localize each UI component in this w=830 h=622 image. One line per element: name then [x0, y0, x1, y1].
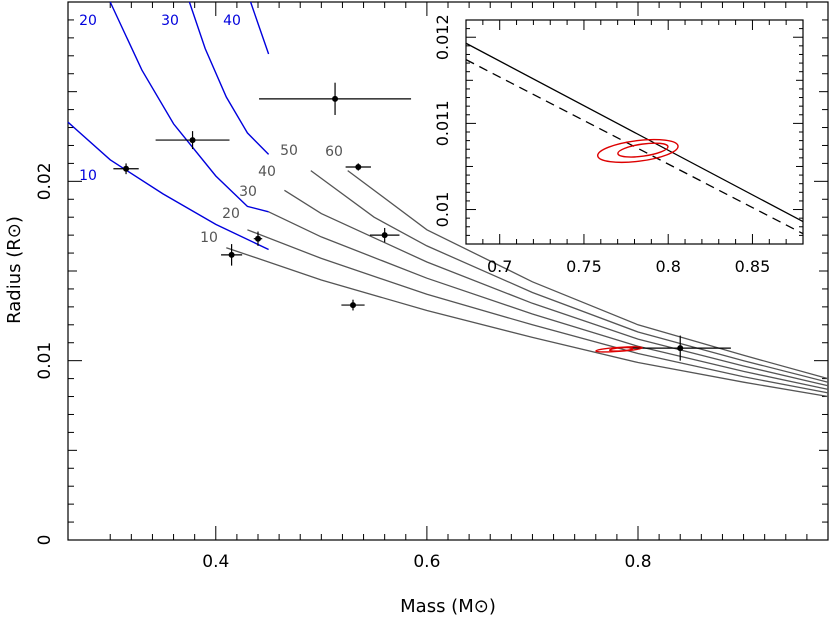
inset-solid-line: [465, 42, 804, 223]
grey-curve-label: 60: [325, 144, 343, 160]
grey-curve-label: 20: [222, 206, 240, 222]
inset-confidence-contour: [617, 142, 669, 158]
data-point: [629, 335, 731, 361]
data-marker: [677, 345, 684, 352]
grey-curve-60: [347, 170, 829, 380]
grey-curve-label: 10: [200, 230, 218, 246]
grey-curve-10: [226, 247, 829, 398]
blue-curve-label: 20: [79, 13, 97, 29]
data-point: [155, 131, 230, 150]
data-marker: [189, 137, 196, 144]
y-tick-label: 0: [35, 535, 55, 546]
grey-curve-label: 50: [280, 143, 298, 159]
x-tick-label: 0.8: [624, 552, 651, 572]
data-marker: [350, 302, 356, 309]
data-marker: [255, 235, 261, 242]
data-marker: [355, 163, 362, 170]
data-marker: [123, 165, 130, 172]
inset-x-tick-label: 0.8: [655, 257, 680, 276]
x-axis-title: Mass (M⊙): [400, 596, 496, 617]
y-tick-label: 0.02: [35, 162, 55, 200]
x-tick-label: 0.6: [413, 552, 440, 572]
inset-dashed-line: [465, 59, 804, 235]
grey-curve-50: [310, 170, 829, 383]
inset-confidence-contour: [597, 138, 679, 164]
data-point: [369, 227, 400, 243]
inset-x-tick-label: 0.85: [735, 257, 771, 276]
inset-plot-area: 0.7 0.75 0.8 0.85 0.01 0.011 0.012: [433, 14, 804, 276]
blue-curve-40: [249, 1, 270, 55]
y-tick-label: 0.01: [35, 342, 55, 380]
grey-curve-20: [247, 229, 829, 394]
grey-curve-label: 40: [258, 164, 276, 180]
data-point: [253, 231, 263, 246]
data-point: [259, 82, 412, 115]
inset-y-tick-label: 0.01: [433, 192, 452, 228]
inset-y-tick-label: 0.011: [433, 100, 452, 146]
inset-x-tick-label: 0.75: [566, 257, 602, 276]
y-axis-title: Radius (R⊙): [4, 216, 25, 324]
data-marker: [228, 251, 235, 258]
confidence-contour: [595, 346, 643, 353]
blue-curve-30: [188, 1, 270, 155]
inset-y-tick-label: 0.012: [433, 14, 452, 60]
grey-curve-40: [284, 189, 829, 387]
data-point: [221, 244, 243, 266]
data-marker: [381, 232, 388, 239]
blue-curve-label: 30: [161, 13, 179, 29]
data-point: [345, 163, 371, 171]
data-point: [113, 163, 139, 175]
grey-curve-30: [268, 211, 829, 391]
blue-curve-label: 10: [79, 168, 97, 184]
confidence-contour: [608, 347, 634, 352]
blue-curve-10: [67, 121, 269, 251]
x-tick-label: 0.4: [202, 552, 229, 572]
inset-x-tick-label: 0.7: [487, 257, 512, 276]
data-marker: [332, 95, 339, 102]
blue-curve-label: 40: [223, 13, 241, 29]
blue-curve-20: [109, 1, 269, 213]
grey-curve-label: 30: [239, 184, 257, 200]
data-point: [341, 299, 365, 311]
